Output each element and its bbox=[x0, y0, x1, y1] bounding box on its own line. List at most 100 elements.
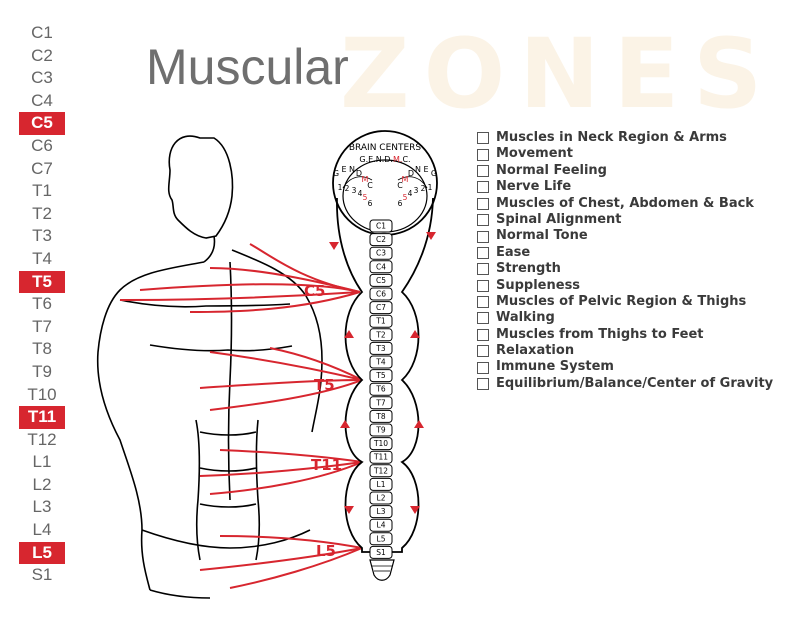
checkbox[interactable] bbox=[477, 164, 489, 177]
vertebra-label: T5 bbox=[375, 371, 386, 380]
zone-line-t11-1 bbox=[219, 449, 363, 463]
checkbox[interactable] bbox=[477, 181, 489, 194]
checkbox[interactable] bbox=[477, 246, 489, 259]
checkbox[interactable] bbox=[477, 214, 489, 227]
vertebra-label: T7 bbox=[375, 398, 386, 407]
checkbox[interactable] bbox=[477, 197, 489, 210]
zone-label-t11: T11 bbox=[311, 456, 342, 474]
brain-number: 6 bbox=[398, 199, 403, 208]
level-label-t9: T9 bbox=[32, 361, 52, 381]
zone-label-t5: T5 bbox=[314, 376, 335, 394]
checklist-item-label: Suppleness bbox=[496, 277, 581, 293]
zone-line-t11-2 bbox=[199, 461, 363, 477]
vertebra-label: C5 bbox=[376, 276, 386, 285]
brain-left-arc bbox=[342, 176, 373, 189]
vertebra-c1 bbox=[369, 219, 393, 233]
checklist-item: Relaxation bbox=[477, 343, 773, 359]
zone-label-l5: L5 bbox=[316, 542, 336, 560]
abdomen-segment-2 bbox=[199, 467, 257, 472]
checkbox[interactable] bbox=[477, 312, 489, 325]
checklist-item: Immune System bbox=[477, 359, 773, 375]
brain-number: 5 bbox=[363, 193, 368, 202]
vertebra-label: S1 bbox=[376, 548, 386, 557]
brain-number: 1 bbox=[428, 183, 433, 192]
vertebra-l4 bbox=[369, 518, 393, 532]
zone-line-t5-4 bbox=[269, 347, 363, 381]
circulation-arrows bbox=[329, 232, 436, 514]
vertebra-label: L2 bbox=[377, 494, 386, 503]
checklist-item: Strength bbox=[477, 261, 773, 277]
vertebra-label: C2 bbox=[376, 235, 386, 244]
vertebra-label: T1 bbox=[375, 317, 386, 326]
level-label-l2: L2 bbox=[32, 474, 52, 494]
checklist-item-label: Ease bbox=[496, 244, 531, 260]
level-label-l5: L5 bbox=[19, 541, 65, 565]
vertebra-s1 bbox=[369, 545, 393, 559]
vertebra-c6 bbox=[369, 287, 393, 301]
brain-code-prefix: G.E.N.D. bbox=[359, 155, 393, 164]
checklist-item-label: Normal Feeling bbox=[496, 162, 607, 178]
zone-line-l5-3 bbox=[229, 547, 363, 589]
checkbox[interactable] bbox=[477, 132, 489, 145]
brain-number: 4 bbox=[358, 189, 363, 198]
checklist-item-label: Walking bbox=[496, 310, 555, 326]
level-label-t10: T10 bbox=[27, 384, 57, 404]
brain-letter: G bbox=[333, 169, 339, 178]
vertebra-label: T3 bbox=[375, 344, 386, 353]
checklist-item-label: Strength bbox=[496, 261, 561, 277]
vertebra-l5 bbox=[369, 532, 393, 546]
checklist-item: Spinal Alignment bbox=[477, 212, 773, 228]
level-label-l4: L4 bbox=[32, 520, 52, 540]
vertebra-t1 bbox=[369, 314, 393, 328]
checklist-item-label: Muscles from Thighs to Feet bbox=[496, 326, 704, 342]
checklist-item: Normal Tone bbox=[477, 228, 773, 244]
checkbox[interactable] bbox=[477, 361, 489, 374]
vertebra-label: T10 bbox=[373, 439, 388, 448]
zone-line-t5-3 bbox=[209, 379, 363, 411]
checkbox[interactable] bbox=[477, 328, 489, 341]
checkbox[interactable] bbox=[477, 279, 489, 292]
brain-letter: D bbox=[408, 169, 414, 178]
vertebra-label: C6 bbox=[376, 290, 386, 299]
checklist-item: Walking bbox=[477, 310, 773, 326]
vertebra-label: T9 bbox=[375, 426, 386, 435]
checklist-item: Movement bbox=[477, 146, 773, 162]
checkbox[interactable] bbox=[477, 230, 489, 243]
checkbox[interactable] bbox=[477, 345, 489, 358]
checklist-item: Muscles of Pelvic Region & Thighs bbox=[477, 294, 773, 310]
vertebra-t10 bbox=[369, 437, 393, 451]
checklist-item-label: Relaxation bbox=[496, 343, 575, 359]
brain-letter: C bbox=[367, 181, 373, 190]
vertebra-label: C3 bbox=[376, 249, 386, 258]
checklist-item: Muscles in Neck Region & Arms bbox=[477, 130, 773, 146]
level-label-t3: T3 bbox=[32, 226, 52, 246]
coccyx bbox=[369, 559, 395, 581]
brain-number: 2 bbox=[345, 184, 350, 193]
level-label-t11: T11 bbox=[19, 406, 65, 429]
zone-line-t5-1 bbox=[209, 351, 363, 381]
brain-letter: M bbox=[362, 175, 369, 184]
torso-left-outline bbox=[96, 261, 205, 591]
zone-line-t11-3 bbox=[209, 461, 363, 495]
abdomen-right bbox=[255, 419, 261, 561]
checkbox[interactable] bbox=[477, 296, 489, 309]
level-label-t12: T12 bbox=[27, 429, 57, 449]
vertebra-c3 bbox=[369, 246, 393, 260]
brain-number: 6 bbox=[368, 199, 373, 208]
shoulder-blade-line bbox=[119, 299, 291, 308]
checklist-item-label: Equilibrium/Balance/Center of Gravity bbox=[496, 375, 774, 391]
checklist-item-label: Immune System bbox=[496, 359, 614, 375]
level-label-t6: T6 bbox=[32, 294, 52, 314]
checklist-item-label: Movement bbox=[496, 146, 573, 162]
checkbox[interactable] bbox=[477, 378, 489, 391]
vertebra-t6 bbox=[369, 382, 393, 396]
level-label-c7: C7 bbox=[31, 158, 53, 178]
checkbox[interactable] bbox=[477, 148, 489, 161]
vertebra-stack: C1C2C3C4C5C6C7T1T2T3T4T5T6T7T8T9T10T11T1… bbox=[369, 219, 393, 559]
vertebra-l3 bbox=[369, 505, 393, 519]
arrow-up-abdomen-right bbox=[414, 420, 424, 428]
vertebra-label: T2 bbox=[375, 330, 386, 339]
checkbox[interactable] bbox=[477, 263, 489, 276]
